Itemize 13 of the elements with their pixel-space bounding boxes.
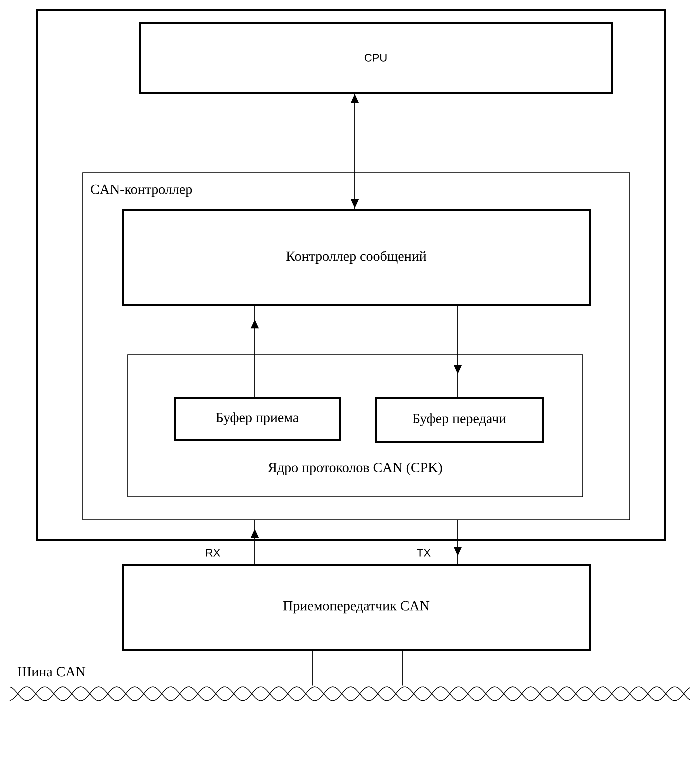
connector-line bbox=[312, 650, 314, 686]
buffer-box: Буфер передачи bbox=[375, 397, 544, 443]
outer-frame bbox=[36, 9, 666, 541]
process-box: Контроллер сообщений bbox=[122, 209, 591, 306]
connector-line bbox=[402, 650, 404, 686]
group-label: Ядро протоколов CAN (CPK) bbox=[268, 462, 442, 476]
process-box: Приемопередатчик CAN bbox=[122, 564, 591, 651]
bus-label: Шина CAN bbox=[18, 667, 86, 677]
edge-label: TX bbox=[416, 548, 432, 558]
group-label: CAN-контроллер bbox=[91, 184, 192, 198]
edge-label: RX bbox=[204, 548, 222, 558]
process-box: CPU bbox=[139, 22, 613, 94]
buffer-box: Буфер приема bbox=[174, 397, 341, 441]
